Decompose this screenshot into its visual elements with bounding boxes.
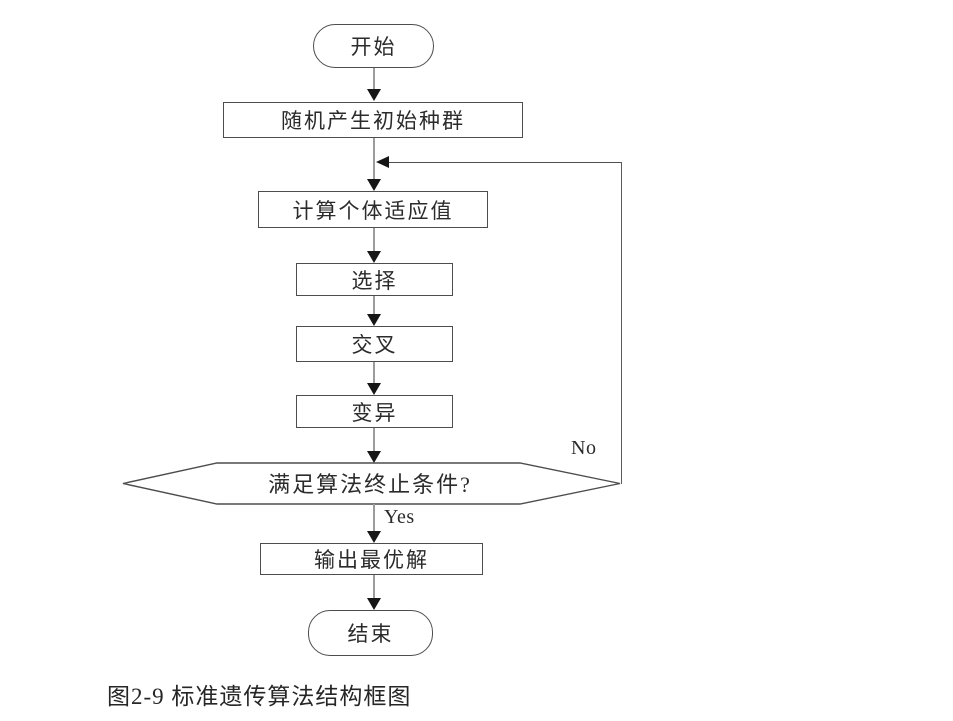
node-selection-label: 选择 — [351, 268, 398, 293]
connector-selection-crossover — [373, 296, 375, 314]
arrowhead-down-icon — [367, 314, 381, 326]
node-selection: 选择 — [296, 263, 453, 296]
node-init-population: 随机产生初始种群 — [223, 102, 523, 138]
connector-start-init — [373, 68, 375, 90]
node-fitness: 计算个体适应值 — [258, 191, 488, 228]
node-crossover-label: 交叉 — [351, 333, 398, 357]
node-end: 结束 — [308, 610, 433, 656]
edge-label-no: No — [571, 437, 597, 459]
connector-output-end — [373, 575, 375, 598]
decision-hexagon-shape — [122, 462, 621, 505]
node-init-population-label: 随机产生初始种群 — [281, 109, 465, 133]
connector-fitness-selection — [373, 228, 375, 251]
edge-label-yes: Yes — [384, 506, 415, 528]
node-output: 输出最优解 — [260, 543, 483, 575]
arrowhead-down-icon — [367, 383, 381, 395]
node-mutation-label: 变异 — [351, 400, 398, 425]
node-mutation: 变异 — [296, 395, 453, 428]
arrowhead-down-icon — [367, 531, 381, 543]
arrowhead-down-icon — [367, 89, 381, 101]
arrowhead-down-icon — [367, 598, 381, 610]
connector-decision-output — [373, 504, 375, 531]
arrowhead-down-icon — [367, 251, 381, 263]
arrowhead-left-icon — [376, 156, 389, 168]
connector-mutation-decision — [373, 428, 375, 451]
feedback-line-vertical — [621, 162, 623, 484]
node-decision — [120, 460, 624, 507]
figure-caption: 图2-9 标准遗传算法结构框图 — [107, 684, 412, 709]
node-output-label: 输出最优解 — [314, 548, 429, 572]
node-fitness-label: 计算个体适应值 — [292, 198, 454, 223]
node-end-label: 结束 — [347, 622, 394, 646]
arrowhead-down-icon — [367, 451, 381, 463]
feedback-line-horizontal — [389, 162, 622, 164]
connector-crossover-mutation — [373, 362, 375, 383]
node-crossover: 交叉 — [296, 326, 453, 362]
connector-init-fitness — [373, 138, 375, 179]
node-decision-label: 满足算法终止条件? — [268, 472, 472, 497]
node-start: 开始 — [313, 24, 434, 68]
node-start-label: 开始 — [350, 35, 397, 59]
arrowhead-down-icon — [367, 179, 381, 191]
